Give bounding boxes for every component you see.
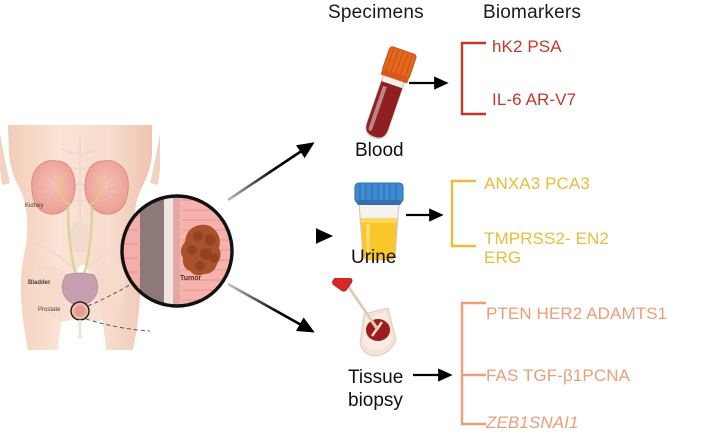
fan-arrows bbox=[227, 142, 334, 333]
urine-arrow bbox=[406, 208, 444, 222]
biomarker-tissue-line-2: FAS TGF-β1PCNA bbox=[486, 366, 631, 385]
specimen-label-tissue: Tissue biopsy bbox=[348, 367, 404, 411]
tissue-arrow bbox=[413, 368, 453, 382]
specimen-label-blood: Blood bbox=[355, 140, 404, 161]
arrow-to-tissue bbox=[227, 282, 315, 333]
biomarker-urine-line-2: TMPRSS2- EN2 ERG bbox=[484, 229, 609, 267]
anatomy-illustration: Kidney Bladder Prostate bbox=[0, 125, 162, 350]
anatomy-label-bladder: Bladder bbox=[28, 280, 51, 286]
tumor-inset-circle: Tumor bbox=[118, 192, 236, 310]
blood-arrow bbox=[409, 76, 449, 90]
bladder-shape bbox=[62, 272, 98, 306]
specimen-label-urine: Urine bbox=[351, 247, 397, 268]
biopsy-needle-icon bbox=[332, 278, 397, 357]
blood-bracket bbox=[460, 41, 486, 116]
anatomy-label-prostate: Prostate bbox=[38, 307, 61, 313]
blood-tube-icon bbox=[365, 46, 417, 140]
tissue-bracket bbox=[460, 301, 486, 426]
kidney-right-shape bbox=[84, 160, 129, 215]
kidney-left-shape bbox=[31, 160, 76, 215]
biomarker-tissue-line-1: PTEN HER2 ADAMTS1 bbox=[486, 304, 668, 323]
inset-label-tumor: Tumor bbox=[180, 275, 202, 282]
biomarker-blood-line-2: IL-6 AR-V7 bbox=[492, 90, 577, 109]
header-biomarkers: Biomarkers bbox=[483, 2, 582, 23]
arrow-to-blood bbox=[227, 142, 315, 202]
biomarker-urine-line-1: ANXA3 PCA3 bbox=[484, 174, 590, 193]
biomarker-tissue-line-3: ZEB1SNAI1 bbox=[486, 413, 579, 432]
anatomy-label-kidney: Kidney bbox=[25, 203, 44, 209]
urine-cup-icon bbox=[354, 182, 404, 261]
biomarker-blood-line-1: hK2 PSA bbox=[492, 37, 562, 56]
urine-bracket bbox=[450, 179, 476, 248]
header-specimens: Specimens bbox=[328, 2, 424, 23]
